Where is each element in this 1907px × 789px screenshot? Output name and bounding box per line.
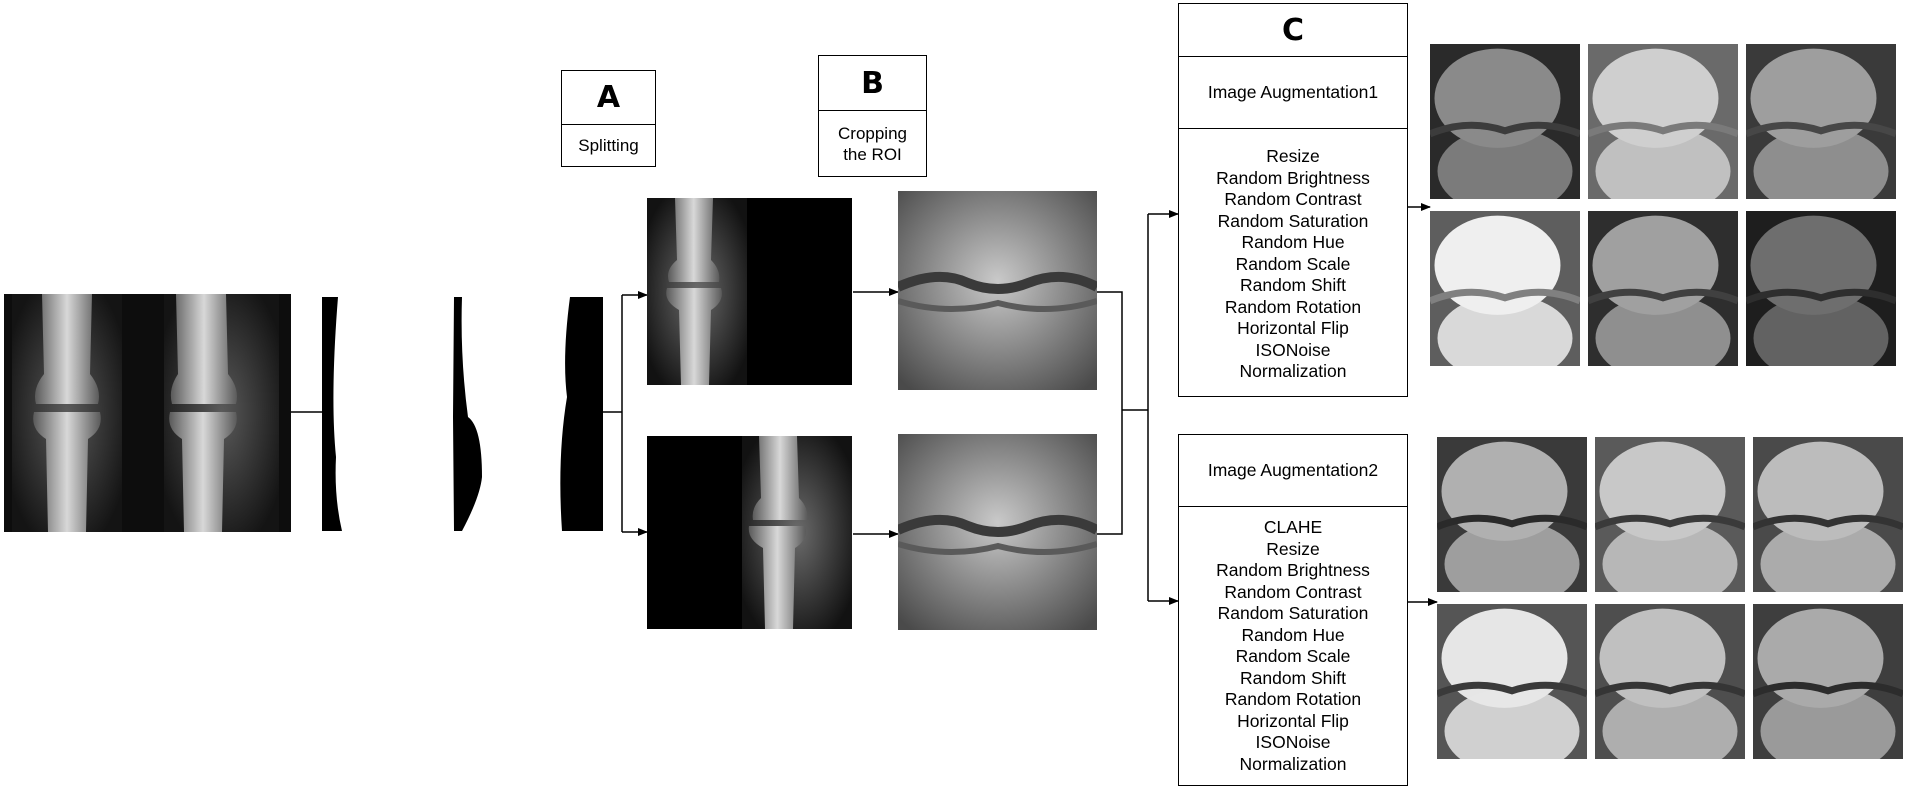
mask-image: [322, 297, 603, 531]
roi-bottom-xray: [898, 434, 1097, 630]
augmented-knee-thumbnail: [1593, 604, 1747, 775]
augmented-knee-thumbnail: [1744, 211, 1898, 382]
augmented-sample: [1593, 437, 1747, 608]
augmented-sample: [1428, 44, 1582, 215]
aug1-step: Resize: [1266, 146, 1320, 166]
augmented-knee-thumbnail: [1744, 44, 1898, 215]
aug2-step: Random Shift: [1239, 667, 1347, 688]
stage-b-letter: B: [819, 56, 926, 111]
aug2-step: Random Brightness: [1216, 560, 1370, 580]
augmented-sample: [1435, 437, 1589, 608]
aug1-step: Random Contrast: [1224, 189, 1362, 209]
split-bottom-image: [647, 436, 852, 629]
stage-a-box: A Splitting: [561, 70, 656, 167]
stage-a-label: Splitting: [578, 136, 639, 155]
input-xray-image: [4, 294, 291, 532]
augmentation-2-samples: [1435, 437, 1905, 775]
stage-b-box: B Cropping the ROI: [818, 55, 927, 177]
aug1-step: Normalization: [1239, 361, 1347, 381]
input-knee-xray: [4, 294, 291, 532]
augmented-knee-thumbnail: [1751, 437, 1905, 608]
segmentation-mask: [322, 297, 603, 531]
roi-bottom-image: [898, 434, 1097, 630]
aug2-step: Random Saturation: [1217, 603, 1369, 623]
aug2-step: CLAHE: [1263, 517, 1323, 537]
stage-c-header: C: [1178, 3, 1408, 57]
augmented-knee-thumbnail: [1428, 44, 1582, 215]
augmented-knee-thumbnail: [1435, 604, 1589, 775]
augmentation-2-box: Image Augmentation2 CLAHE Resize Random …: [1178, 434, 1408, 786]
augmentation-2-title: Image Augmentation2: [1179, 435, 1407, 507]
augmentation-1-samples: [1428, 44, 1903, 382]
aug2-step: Random Hue: [1241, 624, 1345, 645]
aug1-step: Random Hue: [1241, 232, 1345, 252]
stage-b-label: Cropping the ROI: [838, 123, 907, 164]
augmented-knee-thumbnail: [1435, 437, 1589, 608]
aug1-step: Random Rotation: [1224, 296, 1362, 317]
augmented-sample: [1751, 604, 1905, 775]
roi-top-image: [898, 191, 1097, 390]
augmentation-1-steps: Resize Random Brightness Random Contrast…: [1179, 146, 1407, 383]
split-top-xray: [647, 198, 852, 385]
roi-top-xray: [898, 191, 1097, 390]
augmentation-1-title: Image Augmentation1: [1179, 57, 1407, 129]
aug2-step: ISONoise: [1255, 732, 1331, 752]
aug2-step: Random Scale: [1235, 646, 1351, 666]
aug2-step: Resize: [1266, 538, 1320, 559]
augmentation-2-steps: CLAHE Resize Random Brightness Random Co…: [1179, 517, 1407, 775]
augmented-sample: [1751, 437, 1905, 608]
augmented-knee-thumbnail: [1751, 604, 1905, 775]
aug1-step: Horizontal Flip: [1237, 318, 1349, 338]
augmented-sample: [1593, 604, 1747, 775]
connector-roi-merge: [1097, 291, 1123, 535]
stage-a-letter: A: [562, 71, 655, 125]
aug2-step: Random Contrast: [1224, 581, 1362, 602]
augmented-sample: [1428, 211, 1582, 382]
split-bottom-xray: [647, 436, 852, 629]
augmented-sample: [1435, 604, 1589, 775]
augmented-sample: [1744, 211, 1898, 382]
aug1-step: Random Shift: [1239, 275, 1347, 295]
aug2-step: Normalization: [1239, 753, 1347, 774]
augmented-knee-thumbnail: [1586, 211, 1740, 382]
augmentation-1-box: Image Augmentation1 Resize Random Bright…: [1178, 56, 1408, 397]
augmented-knee-thumbnail: [1428, 211, 1582, 382]
aug1-step: Random Scale: [1235, 253, 1351, 274]
aug1-step: Random Brightness: [1216, 167, 1370, 188]
split-top-image: [647, 198, 852, 385]
aug2-step: Random Rotation: [1224, 689, 1362, 709]
aug2-step: Horizontal Flip: [1237, 710, 1349, 731]
augmented-sample: [1744, 44, 1898, 215]
augmented-sample: [1586, 44, 1740, 215]
stage-c-letter: C: [1281, 12, 1305, 48]
augmented-knee-thumbnail: [1593, 437, 1747, 608]
augmented-knee-thumbnail: [1586, 44, 1740, 215]
aug1-step: ISONoise: [1255, 339, 1331, 360]
aug1-step: Random Saturation: [1217, 210, 1369, 231]
augmented-sample: [1586, 211, 1740, 382]
